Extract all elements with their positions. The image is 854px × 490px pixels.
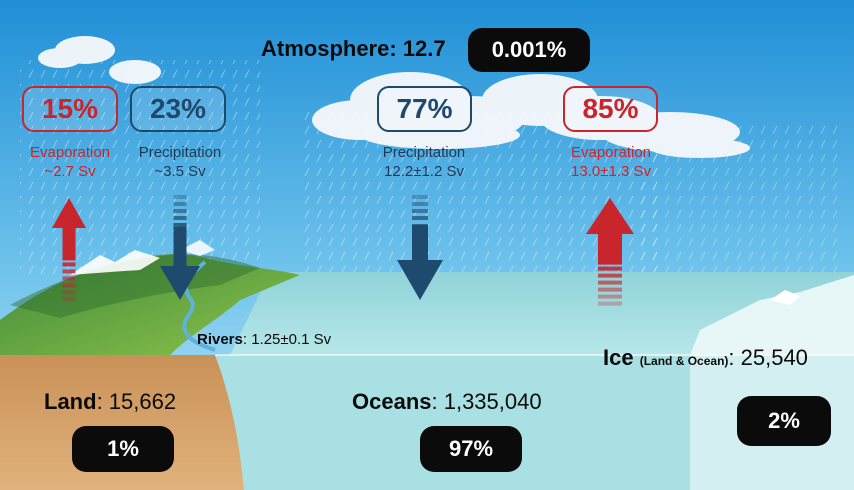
rivers-label: Rivers: 1.25±0.1 Sv	[197, 331, 331, 348]
ocean-precipitation-arrow	[397, 195, 443, 300]
flow-arrows	[52, 195, 634, 306]
land-evaporation-name: Evaporation	[29, 144, 111, 161]
oceans-value: : 1,335,040	[431, 389, 542, 414]
land-evaporation-label: Evaporation ~2.7 Sv	[14, 143, 126, 181]
atmosphere-label: Atmosphere:	[261, 36, 397, 61]
land-evaporation-arrow	[52, 198, 86, 302]
land-label: Land	[44, 389, 97, 414]
iceberg	[690, 275, 854, 355]
land-precipitation-name: Precipitation	[138, 144, 222, 161]
land-share-badge: 1%	[72, 426, 174, 472]
oceans-label: Oceans	[352, 389, 432, 414]
ocean-precipitation-label: Precipitation 12.2±1.2 Sv	[364, 143, 484, 181]
ocean-reservoir	[215, 355, 690, 490]
oceans-title: Oceans: 1,335,040	[352, 389, 542, 415]
land-precipitation-percent: 23%	[130, 86, 226, 132]
ocean-precipitation-percent: 77%	[377, 86, 472, 132]
ocean-evaporation-rate: 13.0±1.3 Sv	[571, 163, 651, 180]
land-precipitation-arrow	[160, 195, 200, 300]
ice-value: : 25,540	[728, 345, 808, 370]
ocean-evaporation-percent: 85%	[563, 86, 658, 132]
ocean-precipitation-rate: 12.2±1.2 Sv	[384, 163, 464, 180]
mountain-snow	[70, 250, 160, 275]
ocean-evaporation-arrow	[586, 198, 634, 306]
ocean-evaporation-label: Evaporation 13.0±1.3 Sv	[552, 143, 670, 181]
land-evaporation-percent: 15%	[22, 86, 118, 132]
oceans-share-badge: 97%	[420, 426, 522, 472]
ice-title: Ice (Land & Ocean): 25,540	[603, 345, 808, 371]
ice-qualifier: (Land & Ocean)	[639, 354, 729, 368]
ocean-surface	[230, 272, 854, 355]
land-value: : 15,662	[96, 389, 177, 414]
ocean-evaporation-name: Evaporation	[570, 144, 652, 161]
land-evaporation-rate: ~2.7 Sv	[44, 163, 96, 180]
land-title: Land: 15,662	[44, 389, 176, 415]
rivers-name: Rivers	[197, 331, 243, 348]
ice-share-badge: 2%	[737, 396, 831, 446]
land-precipitation-label: Precipitation ~3.5 Sv	[122, 143, 238, 181]
atmosphere-title: Atmosphere: 12.7	[261, 36, 446, 62]
atmosphere-share-badge: 0.001%	[468, 28, 590, 72]
atmosphere-value: 12.7	[402, 36, 446, 61]
rivers-value: : 1.25±0.1 Sv	[242, 331, 332, 348]
ice-label: Ice	[603, 345, 634, 370]
land-reservoir	[0, 355, 244, 490]
land-precipitation-rate: ~3.5 Sv	[154, 163, 206, 180]
ocean-precipitation-name: Precipitation	[382, 144, 466, 161]
